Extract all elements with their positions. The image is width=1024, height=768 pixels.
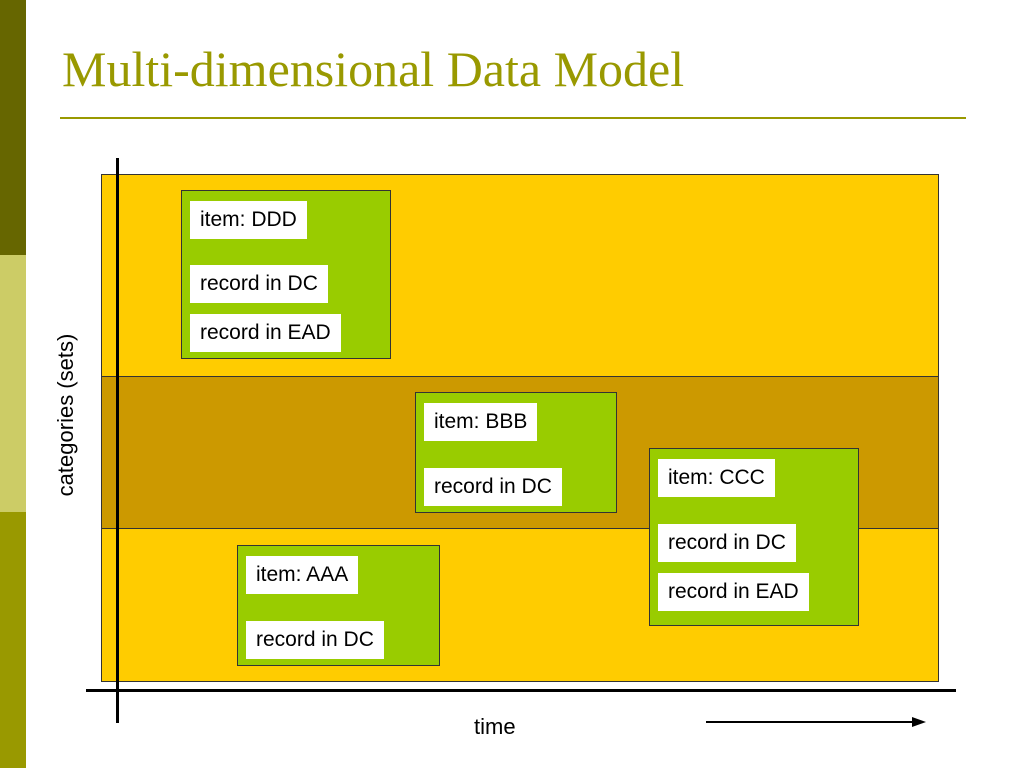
item-box-bbb: item: BBB record in DC bbox=[415, 392, 617, 513]
title-divider bbox=[60, 117, 966, 119]
item-box-aaa: item: AAA record in DC bbox=[237, 545, 440, 666]
sidebar-stripe-middle bbox=[0, 255, 26, 512]
y-axis-line bbox=[116, 158, 119, 723]
item-box-ddd: item: DDD record in DC record in EAD bbox=[181, 190, 391, 359]
item-name-chip: item: CCC bbox=[658, 459, 775, 497]
record-chip: record in DC bbox=[658, 524, 796, 562]
time-arrow-icon bbox=[706, 717, 926, 727]
item-box-ccc: item: CCC record in DC record in EAD bbox=[649, 448, 859, 626]
record-chip: record in EAD bbox=[658, 573, 809, 611]
y-axis-label-text: categories (sets) bbox=[53, 333, 78, 497]
record-chip: record in DC bbox=[424, 468, 562, 506]
record-chip: record in DC bbox=[190, 265, 328, 303]
x-axis-label: time bbox=[474, 714, 516, 739]
slide-title: Multi-dimensional Data Model bbox=[62, 41, 685, 97]
x-axis-line bbox=[86, 689, 956, 692]
sidebar-stripe-bottom bbox=[0, 512, 26, 768]
record-chip: record in DC bbox=[246, 621, 384, 659]
item-name-chip: item: BBB bbox=[424, 403, 538, 441]
sidebar-stripe-top bbox=[0, 0, 26, 255]
record-chip: record in EAD bbox=[190, 314, 341, 352]
item-name-chip: item: AAA bbox=[246, 556, 359, 594]
item-name-chip: item: DDD bbox=[190, 201, 307, 239]
